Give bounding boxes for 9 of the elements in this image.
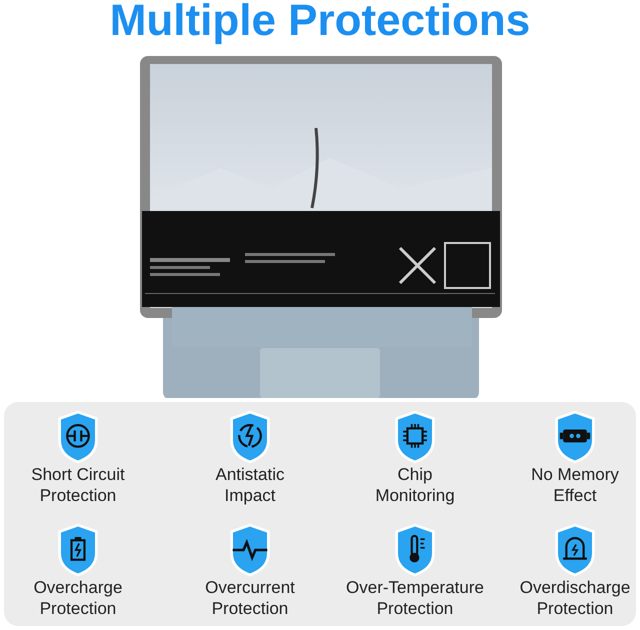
feature-label: Over-Temperature Protection [345,577,485,619]
feature-label: Antistatic Impact [214,464,286,506]
feature-label: Overcurrent Protection [204,577,296,619]
feature-label: Overcharge Protection [32,577,124,619]
feature-label: Chip Monitoring [374,464,456,506]
feature-label: No Memory Effect [530,464,620,506]
page-title: Multiple Protections [108,0,532,46]
feature-label: Short Circuit Protection [30,464,126,506]
feature-label: Overdischarge Protection [518,577,632,619]
